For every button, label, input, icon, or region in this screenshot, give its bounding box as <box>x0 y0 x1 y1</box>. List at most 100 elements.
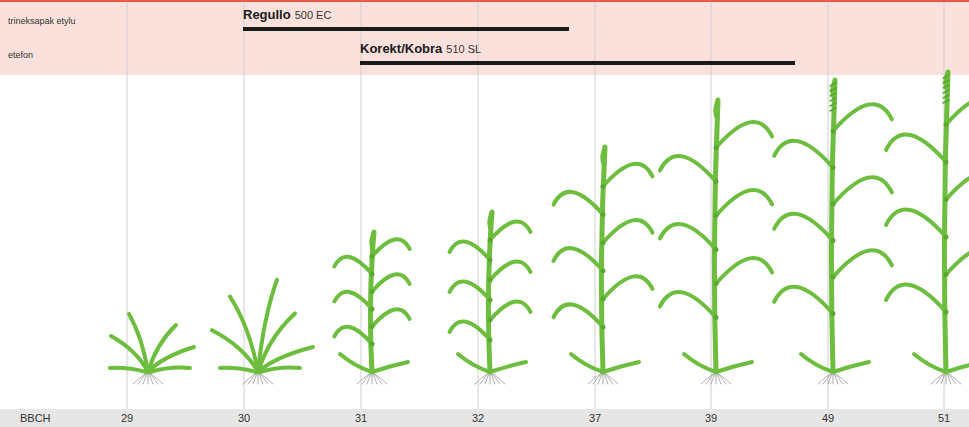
leaf <box>554 248 604 271</box>
root <box>946 372 961 384</box>
stem-node <box>370 307 375 312</box>
leaf <box>554 304 604 327</box>
stem-node <box>601 325 606 330</box>
top-rule <box>0 0 969 2</box>
stem <box>714 100 718 372</box>
ear-spikelet <box>830 98 836 101</box>
leaf <box>260 368 300 373</box>
product-name: Korekt/Kobra <box>360 42 442 55</box>
leaf <box>489 212 492 228</box>
leaf <box>340 354 372 372</box>
ear-spikelet <box>943 90 949 93</box>
stem-node <box>601 240 606 245</box>
stem-node <box>944 160 949 165</box>
ear-spikelet <box>943 75 949 78</box>
stem <box>944 72 948 372</box>
leaf <box>886 135 946 162</box>
leaf <box>334 327 372 344</box>
root <box>818 372 833 384</box>
stem-node <box>601 184 606 189</box>
stem-node <box>714 179 719 184</box>
stem-node <box>488 238 493 243</box>
root <box>931 372 946 384</box>
leaf <box>886 210 946 237</box>
stem-node <box>944 122 949 127</box>
stem-node <box>714 247 719 252</box>
root <box>701 372 716 384</box>
leaf <box>603 220 653 243</box>
leaf <box>490 222 530 240</box>
stage-axis-band <box>0 409 969 427</box>
leaf <box>774 214 833 241</box>
cereal-plants <box>110 72 969 384</box>
ear-spikelet <box>830 88 836 91</box>
leaf <box>946 247 969 274</box>
ear-spikelet <box>943 95 949 98</box>
leaf <box>212 330 258 372</box>
stem-node <box>831 275 836 280</box>
leaf <box>603 164 653 187</box>
stem-node <box>601 212 606 217</box>
leaf <box>450 322 490 340</box>
stem-node <box>831 238 836 243</box>
leaf <box>914 354 946 372</box>
stem-node <box>488 278 493 283</box>
ear-spikelet <box>830 83 836 86</box>
leaf <box>371 232 374 248</box>
leaf <box>372 362 408 372</box>
leaf <box>833 104 892 131</box>
stage-gridlines <box>127 2 944 409</box>
leaf <box>774 141 833 168</box>
ear-spikelet <box>943 100 949 103</box>
stage-number: 31 <box>355 413 367 424</box>
leaf <box>230 297 258 372</box>
stem-node <box>488 258 493 263</box>
active-ingredient-label: trineksapak etylu <box>8 17 76 26</box>
leaf <box>258 280 277 372</box>
stem-node <box>944 235 949 240</box>
leaf <box>458 354 490 372</box>
leaf <box>490 302 530 320</box>
product-formulation: 510 SL <box>446 44 481 55</box>
leaf <box>716 258 772 284</box>
leaf <box>946 172 969 199</box>
stem-node <box>601 296 606 301</box>
leaf <box>334 257 372 274</box>
stage-number: 37 <box>589 413 601 424</box>
active-ingredient-label: etefon <box>8 51 33 60</box>
stem-node <box>714 213 719 218</box>
leaf <box>716 190 772 216</box>
root <box>357 372 372 384</box>
stem-node <box>601 268 606 273</box>
leaf <box>833 362 869 372</box>
regullo-window-bar <box>243 27 569 31</box>
stage-number: 29 <box>121 413 133 424</box>
leaf <box>110 368 146 372</box>
product-name: Regullo <box>243 8 291 21</box>
stem-node <box>831 311 836 316</box>
stem-node <box>831 165 836 170</box>
stem-node <box>488 298 493 303</box>
korekt-window-bar <box>360 61 795 65</box>
stage-number: 39 <box>705 413 717 424</box>
leaf <box>334 292 372 309</box>
stem-node <box>370 342 375 347</box>
stem-node <box>944 272 949 277</box>
leaf <box>372 239 410 256</box>
leaf <box>946 97 969 124</box>
leaf <box>716 362 752 372</box>
stem-node <box>831 129 836 134</box>
stem-node <box>488 338 493 343</box>
leaf <box>571 354 603 372</box>
gridline <box>244 2 245 409</box>
leaf <box>554 192 604 215</box>
leaf <box>603 276 653 299</box>
leaf <box>603 362 639 372</box>
ear-spikelet <box>830 93 836 96</box>
leaf <box>129 314 148 372</box>
root <box>475 372 490 384</box>
root <box>372 372 387 384</box>
leaf <box>150 368 190 373</box>
